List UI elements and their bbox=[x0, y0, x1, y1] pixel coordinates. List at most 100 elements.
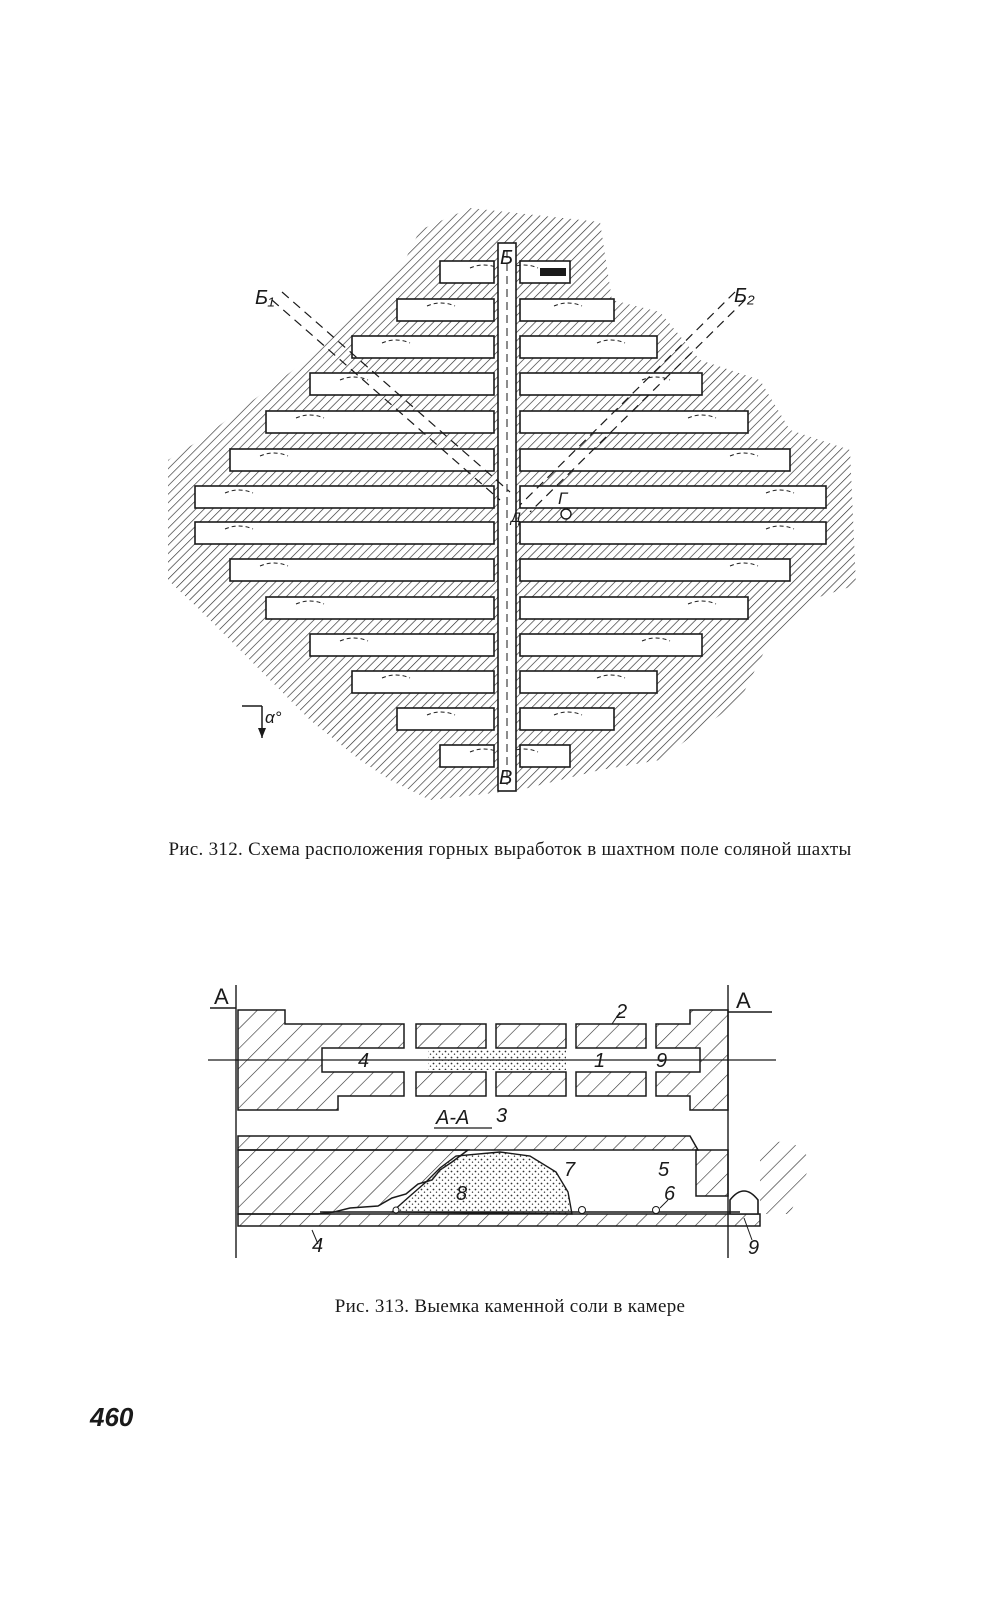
label-gamma: Г bbox=[558, 489, 569, 508]
chamber-right bbox=[519, 335, 658, 359]
air-flow-arrow bbox=[224, 489, 254, 494]
label-b2: Б₂ bbox=[734, 285, 755, 307]
air-flow-arrow bbox=[469, 264, 499, 269]
label-n6: 6 bbox=[664, 1183, 676, 1205]
label-section-a-right: А bbox=[736, 988, 751, 1013]
chamber-right bbox=[519, 372, 703, 396]
air-flow-arrow bbox=[553, 711, 583, 716]
label-n4-plan: 4 bbox=[358, 1050, 369, 1072]
label-dip: α° bbox=[265, 708, 282, 727]
label-n9-plan: 9 bbox=[656, 1050, 667, 1072]
roller bbox=[652, 1206, 660, 1214]
air-flow-arrow bbox=[295, 600, 325, 605]
chamber-left bbox=[396, 707, 495, 731]
floor-strip bbox=[237, 1213, 761, 1227]
air-flow-arrow bbox=[687, 414, 717, 419]
air-flow-arrow bbox=[765, 525, 795, 530]
label-n2: 2 bbox=[615, 1001, 627, 1023]
broken-salt-pile bbox=[390, 1151, 573, 1215]
label-b-top: Б bbox=[500, 247, 513, 269]
label-n7: 7 bbox=[564, 1159, 576, 1181]
figure-313-caption: Рис. 313. Выемка каменной соли в камере bbox=[334, 1296, 686, 1317]
air-flow-arrow bbox=[765, 489, 795, 494]
chamber-left bbox=[351, 670, 495, 694]
line-b1 bbox=[271, 299, 501, 501]
label-n5: 5 bbox=[658, 1159, 670, 1181]
chamber-left bbox=[194, 521, 495, 545]
label-b1: Б₁ bbox=[255, 287, 274, 309]
junction-circle bbox=[560, 508, 572, 520]
chamber-left bbox=[309, 372, 495, 396]
chamber-right bbox=[519, 707, 615, 731]
chamber-left bbox=[265, 596, 495, 620]
section-right-outer bbox=[760, 1140, 812, 1214]
pillar bbox=[495, 1071, 567, 1097]
air-flow-arrow bbox=[381, 339, 411, 344]
roller bbox=[392, 1206, 400, 1214]
label-n4-section: 4 bbox=[312, 1235, 323, 1257]
pillar bbox=[415, 1071, 487, 1097]
chamber-right bbox=[519, 298, 615, 322]
chamber-right bbox=[519, 558, 791, 582]
chamber-right bbox=[519, 670, 658, 694]
plan-view bbox=[208, 985, 776, 1258]
line-b1-parallel bbox=[281, 291, 511, 493]
marker-block bbox=[540, 268, 566, 276]
air-flow-arrow bbox=[596, 339, 626, 344]
chamber-left bbox=[439, 744, 495, 768]
label-d: Д bbox=[509, 509, 521, 525]
chamber-right bbox=[519, 485, 827, 509]
air-flow-arrow bbox=[259, 562, 289, 567]
page-number: 460 bbox=[90, 1402, 134, 1432]
air-flow-arrow bbox=[729, 452, 759, 457]
dip-symbol bbox=[242, 705, 266, 738]
label-section-a-left: А bbox=[214, 984, 229, 1009]
air-flow-arrow bbox=[339, 637, 369, 642]
air-flow-arrow bbox=[596, 674, 626, 679]
line-b2 bbox=[519, 291, 736, 506]
chamber-right bbox=[519, 521, 827, 545]
chamber-left bbox=[351, 335, 495, 359]
label-n1: 1 bbox=[594, 1050, 605, 1072]
air-flow-arrow bbox=[426, 302, 456, 307]
chamber-left bbox=[194, 485, 495, 509]
label-v-bottom: В bbox=[499, 767, 512, 789]
label-n9-section: 9 bbox=[748, 1237, 759, 1259]
air-flow-arrow bbox=[426, 711, 456, 716]
figure-313-chamber-section: А А 2 4 1 9 А-А 3 7 5 8 6 4 9 bbox=[208, 984, 812, 1259]
air-flow-arrow bbox=[381, 674, 411, 679]
air-flow-arrow bbox=[295, 414, 325, 419]
section-right-massif bbox=[695, 1149, 729, 1197]
air-flow-arrow bbox=[339, 376, 369, 381]
chamber-drifts bbox=[194, 260, 827, 768]
pillar bbox=[495, 1023, 567, 1049]
chamber-right bbox=[519, 448, 791, 472]
chamber-left bbox=[229, 448, 495, 472]
pillar bbox=[575, 1071, 647, 1097]
chamber-left bbox=[265, 410, 495, 434]
figure-312-caption: Рис. 312. Схема расположения горных выра… bbox=[168, 839, 852, 860]
transport-drift bbox=[729, 1190, 759, 1215]
chamber-left bbox=[396, 298, 495, 322]
label-n3: 3 bbox=[496, 1105, 507, 1127]
air-flow-arrow bbox=[641, 637, 671, 642]
label-n8: 8 bbox=[456, 1183, 467, 1205]
air-flow-arrow bbox=[224, 525, 254, 530]
chamber-left bbox=[309, 633, 495, 657]
label-section-name: А-А bbox=[435, 1107, 469, 1129]
pillar bbox=[575, 1023, 647, 1049]
figure-312-mine-layout: Б В Б₁ Б₂ Г Д α° bbox=[168, 208, 856, 800]
air-flow-arrow bbox=[729, 562, 759, 567]
line-b2-parallel bbox=[529, 299, 746, 513]
air-flow-arrow bbox=[553, 302, 583, 307]
plan-right-massif bbox=[655, 1009, 729, 1111]
chamber-left bbox=[229, 558, 495, 582]
air-flow-arrow bbox=[641, 376, 671, 381]
roof-strip bbox=[237, 1135, 700, 1151]
air-flow-arrow bbox=[469, 748, 499, 753]
roller bbox=[578, 1206, 586, 1214]
chamber-left bbox=[439, 260, 495, 284]
section-view bbox=[237, 1135, 812, 1245]
pillar bbox=[415, 1023, 487, 1049]
